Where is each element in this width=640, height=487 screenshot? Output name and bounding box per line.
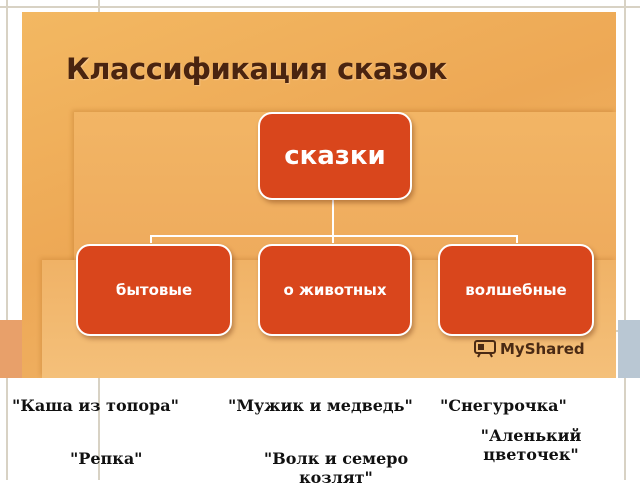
connector-child-2 xyxy=(332,235,334,243)
example-everyday-2: "Репка" xyxy=(70,449,143,468)
example-magic-1: "Снегурочка" xyxy=(440,396,567,415)
root-node: сказки xyxy=(258,112,412,200)
connector-child-3 xyxy=(516,235,518,243)
child-node-everyday: бытовые xyxy=(76,244,232,336)
example-everyday-1: "Каша из топора" xyxy=(12,396,179,415)
example-magic-2: "Аленький цветочек" xyxy=(480,426,582,464)
example-animals-2: "Волк и семеро козлят" xyxy=(263,449,409,487)
child-node-animals: о животных xyxy=(258,244,412,336)
decor-block-right xyxy=(618,320,640,378)
watermark-text: MyShared xyxy=(500,340,585,358)
frame-line xyxy=(6,0,8,480)
connector-horizontal xyxy=(150,235,518,237)
frame-line xyxy=(624,0,626,480)
connector-root xyxy=(332,199,334,236)
example-animals-1: "Мужик и медведь" xyxy=(228,396,413,415)
projector-icon xyxy=(474,340,496,358)
child-node-magic: волшебные xyxy=(438,244,594,336)
slide-title: Классификация сказок xyxy=(66,52,448,86)
decor-block-left xyxy=(0,320,22,378)
watermark: MyShared xyxy=(474,340,585,358)
frame-line xyxy=(0,6,640,8)
slide: Классификация сказок сказки бытовые о жи… xyxy=(22,12,616,378)
connector-child-1 xyxy=(150,235,152,243)
